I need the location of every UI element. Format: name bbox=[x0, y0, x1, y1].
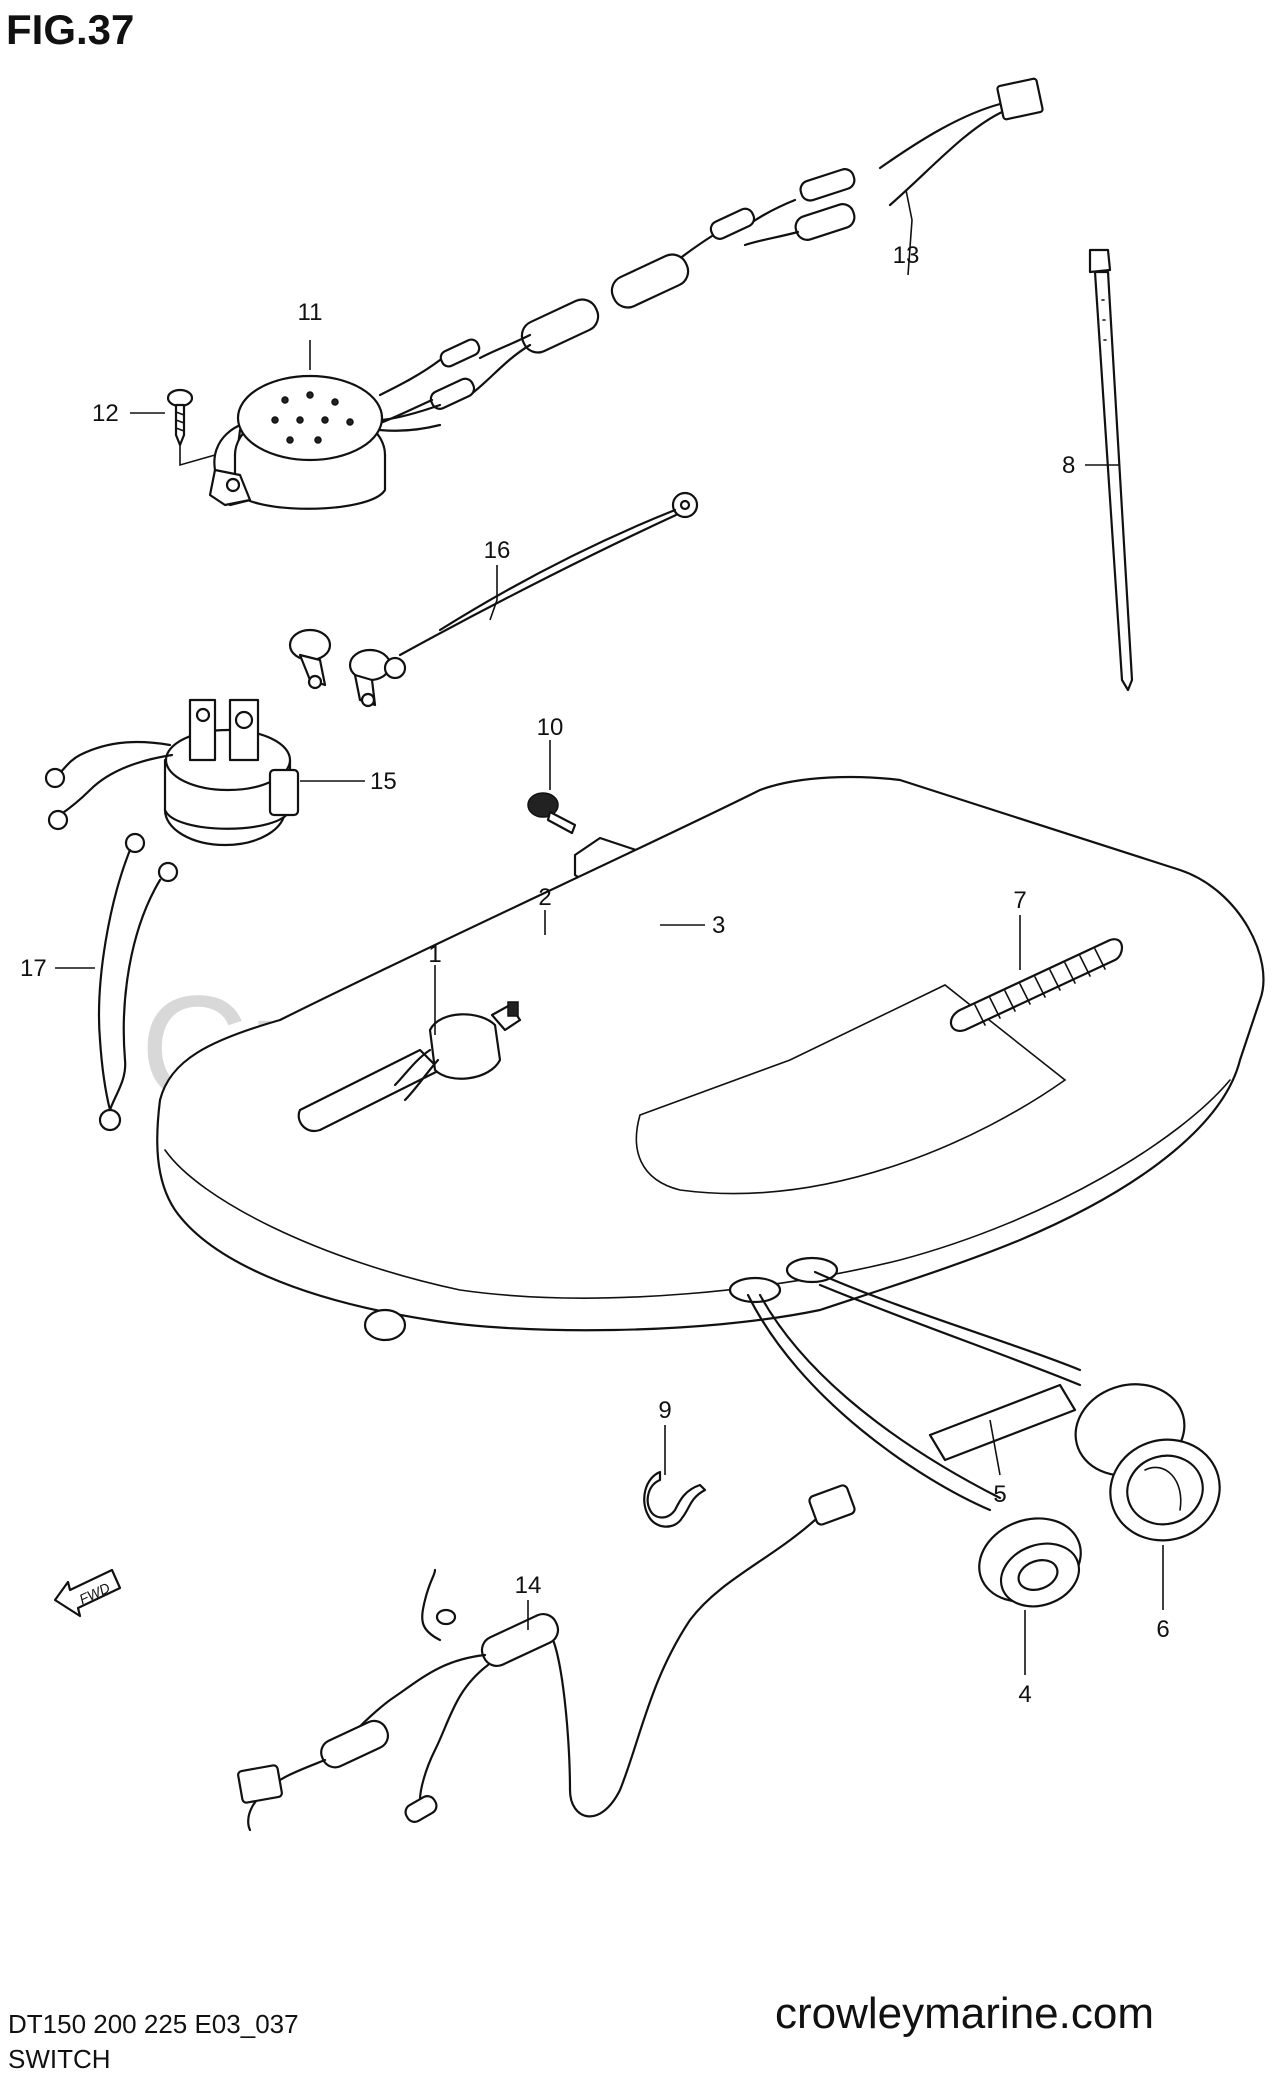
callout-9: 9 bbox=[658, 1397, 671, 1424]
callout-15: 15 bbox=[370, 768, 397, 795]
callout-3: 3 bbox=[712, 912, 725, 939]
callout-7: 7 bbox=[1013, 887, 1026, 914]
part-13-harness bbox=[373, 77, 1044, 427]
website-url: crowleymarine.com bbox=[775, 1989, 1154, 2038]
callout-6: 6 bbox=[1156, 1616, 1169, 1643]
part-1-oil-switch bbox=[297, 1001, 522, 1133]
callout-8: 8 bbox=[1062, 452, 1075, 479]
part-4-grommet bbox=[978, 1517, 1082, 1608]
callout-13: 13 bbox=[893, 242, 920, 269]
part-11-buzzer bbox=[208, 374, 442, 510]
callout-16: 16 bbox=[484, 537, 511, 564]
callout-14: 14 bbox=[515, 1572, 542, 1599]
leader-lines bbox=[55, 189, 1164, 1675]
fwd-arrow-icon: FWD bbox=[53, 1568, 122, 1618]
part-8-cable-tie bbox=[1088, 248, 1134, 692]
part-15-relay bbox=[44, 698, 300, 847]
part-12-screw bbox=[166, 388, 216, 467]
callout-4: 4 bbox=[1018, 1681, 1031, 1708]
model-code: DT150 200 225 E03_037 bbox=[8, 2009, 299, 2039]
callout-12: 12 bbox=[92, 400, 119, 427]
part-10-bolt bbox=[527, 792, 577, 835]
oil-tank bbox=[156, 775, 1265, 1342]
callout-11: 11 bbox=[298, 299, 323, 326]
part-14-harness bbox=[237, 1484, 856, 1832]
callout-2: 2 bbox=[538, 884, 551, 911]
part-9-clamp bbox=[643, 1470, 707, 1528]
part-16-lead-wire bbox=[288, 491, 699, 708]
figure-title: FIG.37 bbox=[6, 6, 134, 53]
part-6-grommet bbox=[1074, 1383, 1221, 1542]
callout-17: 17 bbox=[20, 955, 47, 982]
callout-5: 5 bbox=[993, 1481, 1006, 1508]
section-name: SWITCH bbox=[8, 2044, 111, 2074]
part-5-wire-label bbox=[746, 1270, 1082, 1512]
part-7-cushion bbox=[949, 938, 1123, 1032]
callout-1: 1 bbox=[428, 941, 441, 968]
part-17-ground-lead bbox=[97, 832, 179, 1132]
callout-10: 10 bbox=[537, 714, 564, 741]
